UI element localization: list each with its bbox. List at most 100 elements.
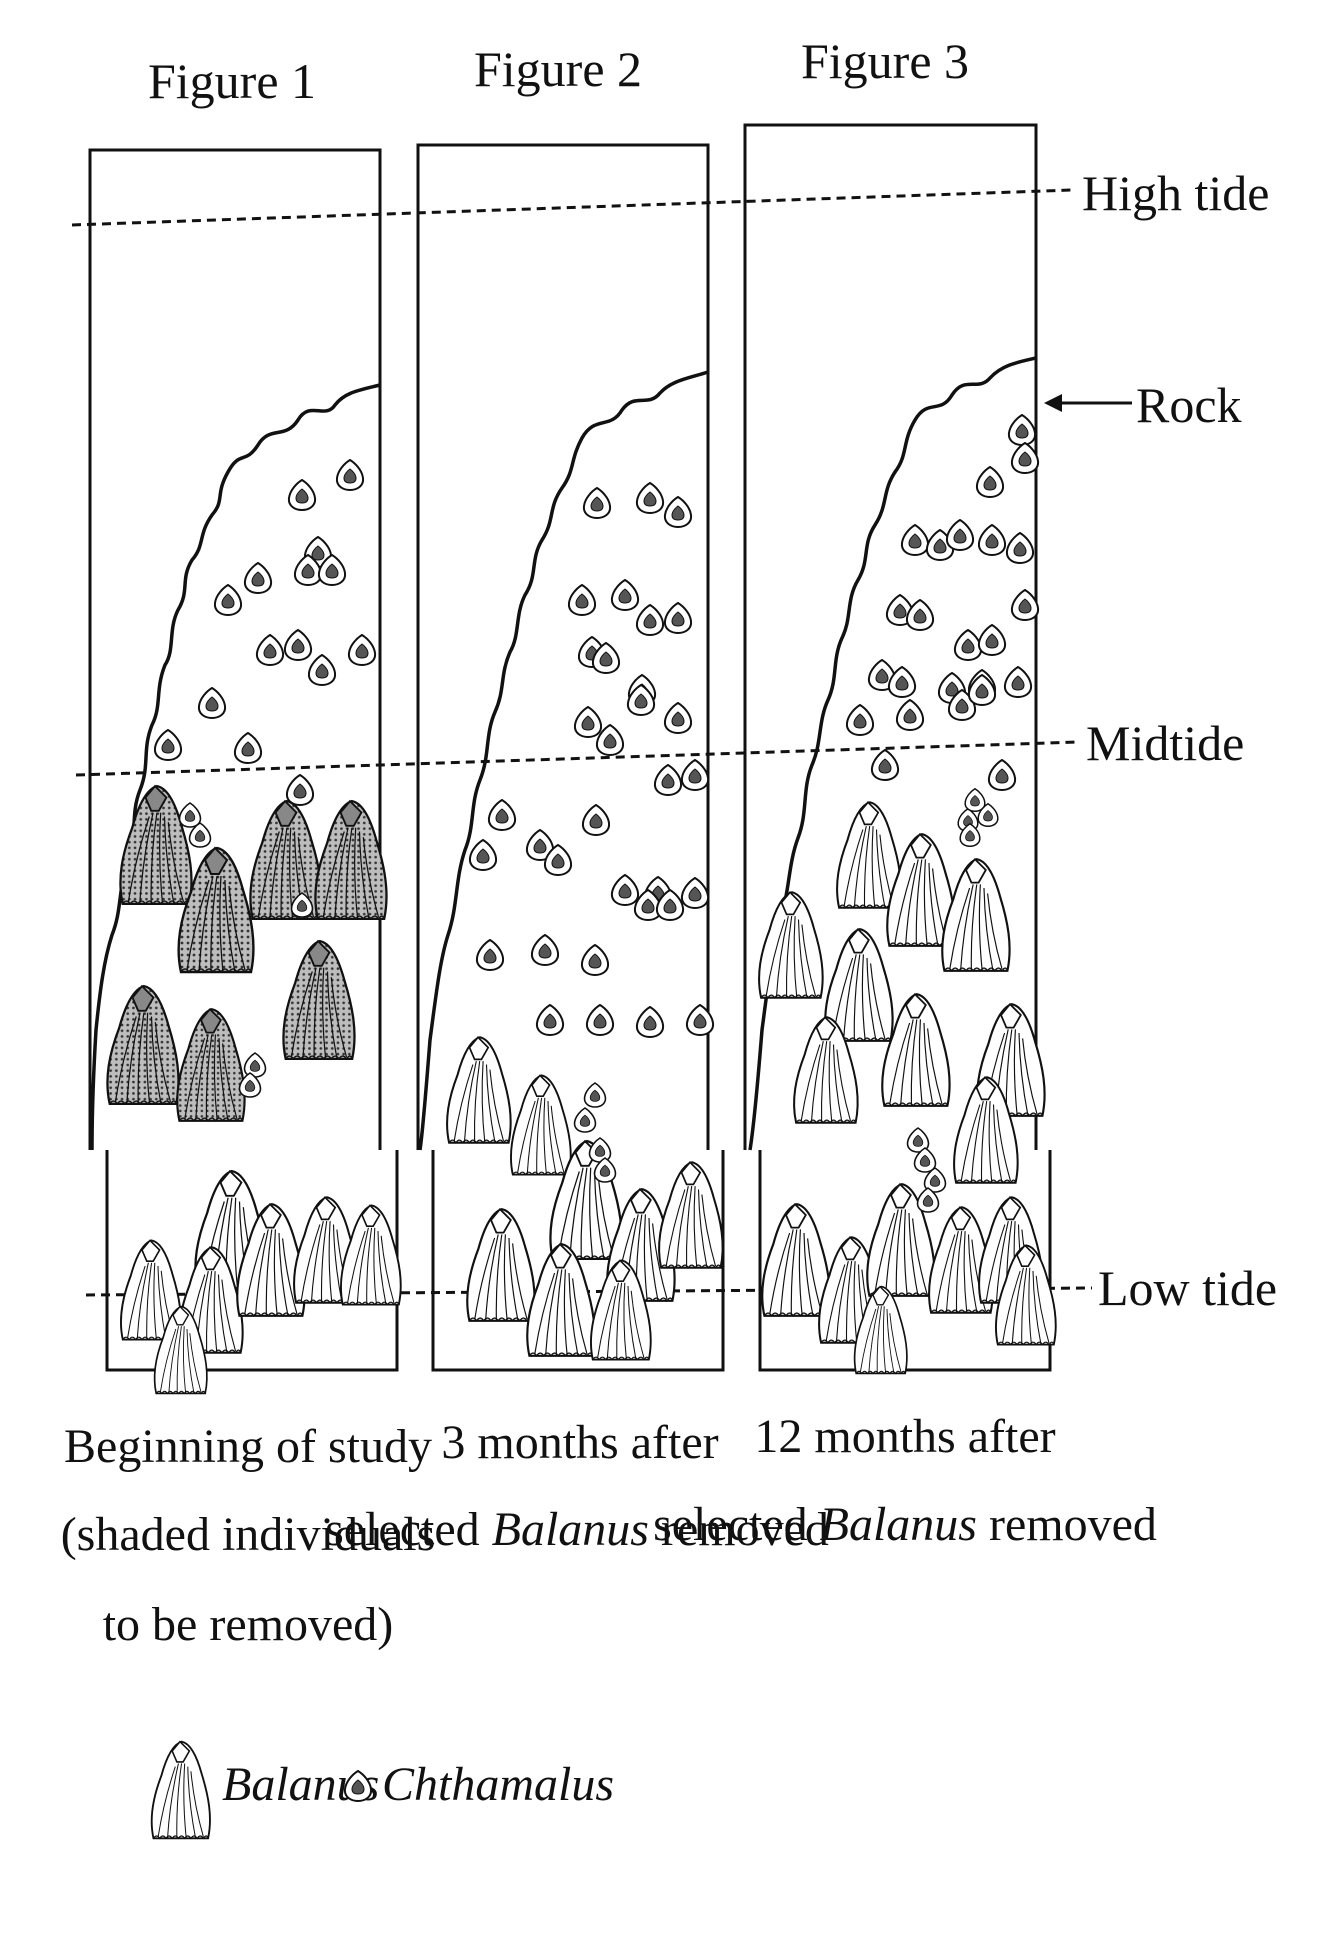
chthamalus-icon <box>567 583 597 617</box>
chthamalus-icon <box>975 465 1005 499</box>
chthamalus-icon <box>347 633 377 667</box>
balanus-icon <box>658 1161 724 1269</box>
chthamalus-icon <box>1007 413 1037 447</box>
balanus-icon <box>793 1016 859 1124</box>
chthamalus-icon <box>530 933 560 967</box>
midtide-line <box>75 740 1079 777</box>
chthamalus-icon <box>178 802 202 828</box>
figure-3-caption-line-1: 12 months after <box>754 1410 1055 1463</box>
balanus-icon <box>761 1202 831 1318</box>
chthamalus-icon <box>585 1003 615 1037</box>
figure-2-caption-line-1: 3 months after <box>441 1416 718 1469</box>
chthamalus-icon <box>580 943 610 977</box>
chthamalus-icon <box>593 1157 617 1183</box>
chthamalus-icon <box>663 701 693 735</box>
chthamalus-icon <box>591 641 621 675</box>
balanus-shaded-icon <box>314 799 388 921</box>
chthamalus-icon <box>283 628 313 662</box>
balanus-shaded-icon <box>106 984 180 1106</box>
balanus-shaded-icon <box>249 799 323 921</box>
chthamalus-icon <box>635 1005 665 1039</box>
chthamalus-icon <box>188 822 212 848</box>
panel-1-rock-surface <box>90 383 381 1151</box>
figure-1-caption-line-1: Beginning of study <box>64 1420 432 1473</box>
chthamalus-icon <box>243 1052 267 1078</box>
chthamalus-icon <box>583 1082 607 1108</box>
high-tide-label: High tide <box>1082 165 1269 221</box>
chthamalus-icon <box>1010 588 1040 622</box>
chthamalus-icon <box>335 458 365 492</box>
chthamalus-icon <box>1003 665 1033 699</box>
chthamalus-icon <box>525 828 555 862</box>
chthamalus-icon <box>475 938 505 972</box>
balanus-icon <box>466 1207 536 1323</box>
chthamalus-icon <box>635 603 665 637</box>
balanus-icon <box>881 992 951 1108</box>
chthamalus-icon <box>213 583 243 617</box>
balanus-icon <box>446 1036 512 1144</box>
balanus-shaded-icon <box>177 846 255 974</box>
balanus-icon <box>824 927 894 1043</box>
chthamalus-icon <box>238 1072 262 1098</box>
chthamalus-icon <box>468 838 498 872</box>
chthamalus-icon <box>663 495 693 529</box>
chthamalus-icon <box>233 731 263 765</box>
rock-arrow <box>1044 394 1132 412</box>
chthamalus-icon <box>290 892 314 918</box>
chthamalus-icon <box>987 758 1017 792</box>
chthamalus-icon <box>535 1003 565 1037</box>
chthamalus-icon <box>655 888 685 922</box>
chthamalus-icon <box>977 802 999 828</box>
chthamalus-icon <box>967 673 997 707</box>
chthamalus-icon <box>626 683 656 717</box>
chthamalus-icon <box>243 561 273 595</box>
balanus-icon <box>928 1206 994 1314</box>
figure-1-title: Figure 1 <box>148 53 316 109</box>
figure-3-title: Figure 3 <box>801 33 969 89</box>
chthamalus-icon <box>923 1167 947 1193</box>
chthamalus-icon <box>635 481 665 515</box>
chthamalus-icon <box>913 1147 937 1173</box>
high-tide-line <box>71 188 1073 227</box>
balanus-icon <box>150 1740 211 1840</box>
balanus-icon <box>236 1202 306 1318</box>
chthamalus-icon <box>977 623 1007 657</box>
chthamalus-icon <box>906 1127 930 1153</box>
chthamalus-icon <box>487 798 517 832</box>
figure-3-caption-line-2: selected Balanus removed <box>653 1498 1157 1551</box>
balanus-shaded-icon <box>176 1007 246 1123</box>
balanus-shaded-icon <box>119 784 193 906</box>
chthamalus-icon <box>959 822 981 848</box>
balanus-icon <box>941 857 1011 973</box>
chthamalus-icon <box>887 665 917 699</box>
balanus-icon <box>994 1244 1057 1346</box>
chthamalus-icon <box>916 1187 940 1213</box>
chthamalus-icon <box>543 843 573 877</box>
chthamalus-icon <box>581 803 611 837</box>
chthamalus-icon <box>895 698 925 732</box>
balanus-icon <box>509 1074 572 1176</box>
figure-2-title: Figure 2 <box>474 41 642 97</box>
balanus-icon <box>589 1259 652 1361</box>
chthamalus-icon <box>588 1137 612 1163</box>
rock-label: Rock <box>1136 377 1242 433</box>
balanus-icon <box>853 1285 908 1375</box>
chthamalus-icon <box>610 578 640 612</box>
balanus-icon <box>339 1204 402 1306</box>
chthamalus-icon <box>582 486 612 520</box>
balanus-icon <box>953 1076 1019 1184</box>
chthamalus-icon <box>680 758 710 792</box>
figure-2-caption-line-2: selected Balanus removed <box>325 1503 829 1556</box>
chthamalus-icon <box>977 523 1007 557</box>
chthamalus-icon <box>255 633 285 667</box>
chthamalus-icon <box>595 723 625 757</box>
chthamalus-icon <box>845 703 875 737</box>
balanus-icon <box>886 832 956 948</box>
figure-1-caption-line-2: (shaded individuals <box>61 1508 436 1561</box>
chthamalus-icon <box>680 876 710 910</box>
figure-1-caption-line-3: to be removed) <box>103 1598 394 1651</box>
balanus-icon <box>153 1305 208 1395</box>
legend-chthamalus-label: Chthamalus <box>382 1758 614 1811</box>
panel-2-rock-surface <box>418 370 709 1151</box>
